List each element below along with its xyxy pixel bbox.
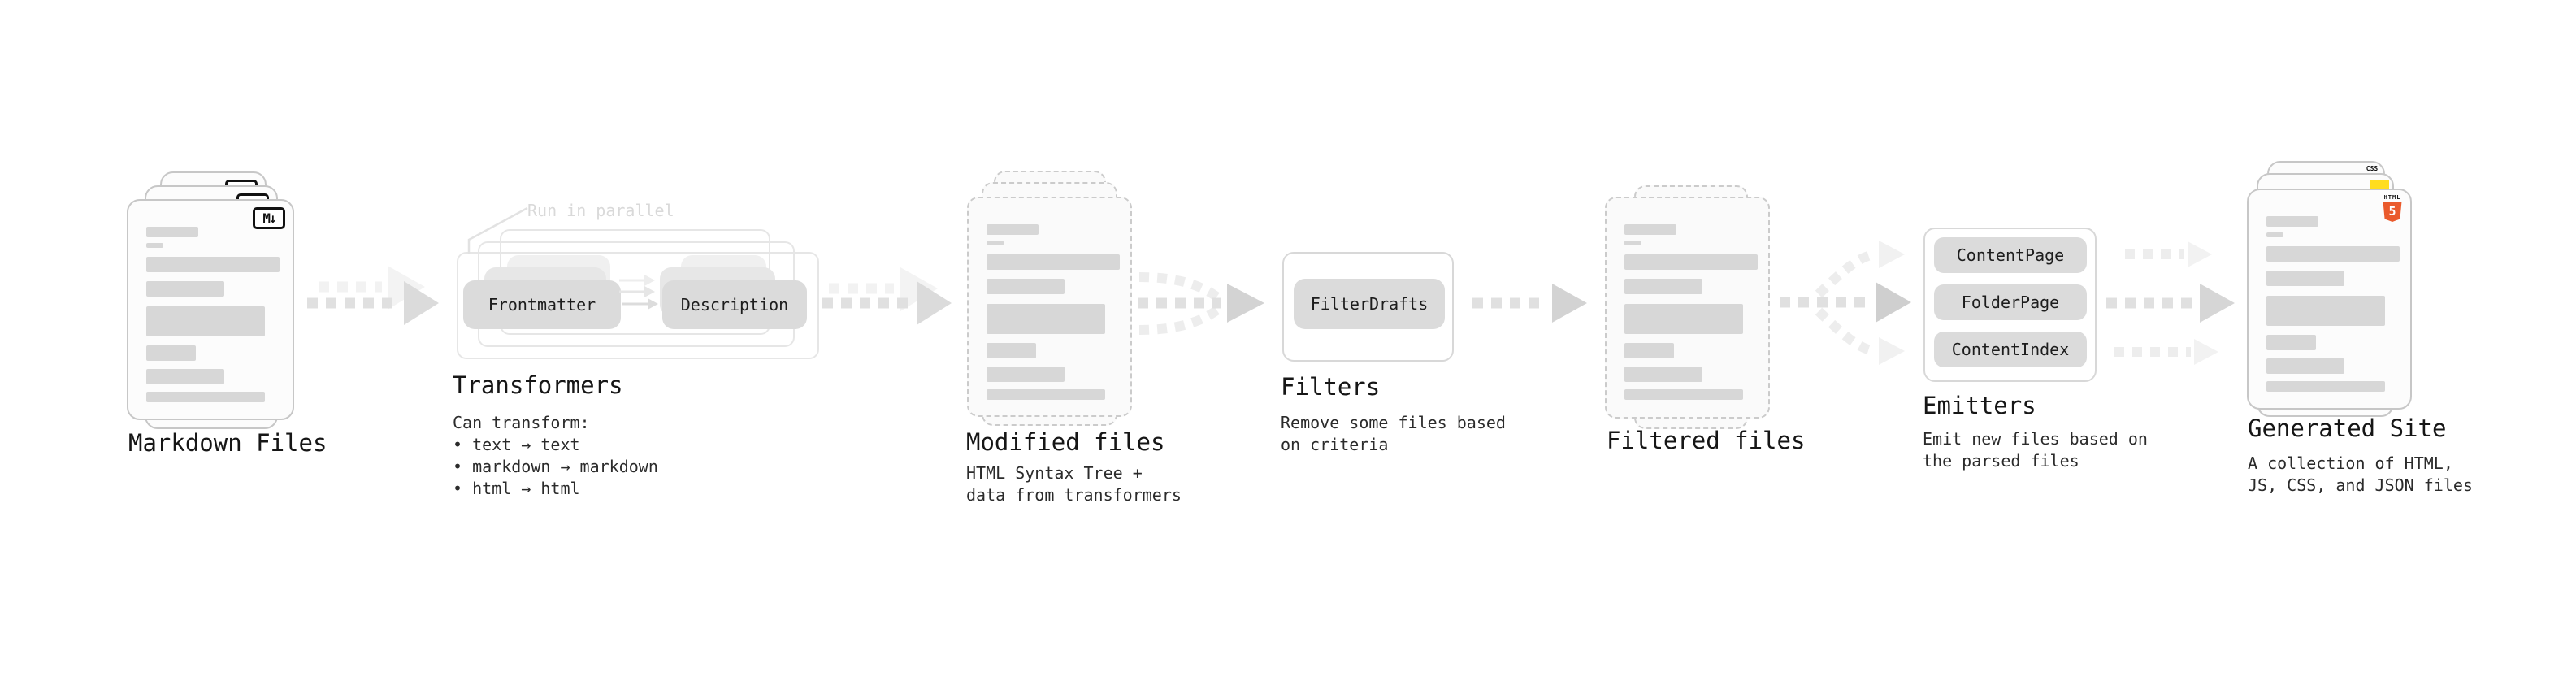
transformer-layer-front — [457, 252, 819, 359]
stage-label-filters: Filters — [1281, 373, 1381, 401]
generated-site-description: A collection of HTML, JS, CSS, and JSON … — [2248, 453, 2473, 495]
emitters-description: Emit new files based on the parsed files — [1923, 429, 2148, 471]
arrow-modified-to-filters-merge — [1138, 272, 1264, 335]
stage-label-markdown-files: Markdown Files — [128, 429, 327, 457]
stage-label-emitters: Emitters — [1923, 392, 2036, 419]
arrow-emitters-to-site-top — [2125, 241, 2212, 267]
html5-icon: HTML 5 — [2383, 194, 2402, 222]
markdown-file-card-front: M↓ — [127, 199, 294, 420]
arrow-filtered-to-emitters-fanout — [1780, 241, 1911, 365]
arrow-emitters-to-site-middle — [2106, 284, 2235, 323]
emitter-pill-contentpage: ContentPage — [1934, 237, 2087, 273]
markdown-icon: M↓ — [253, 207, 285, 229]
transformer-pill-frontmatter: Frontmatter — [463, 280, 621, 329]
stage-label-filtered-files: Filtered files — [1607, 427, 1806, 454]
transformer-pill-description: Description — [662, 280, 807, 329]
filter-pill-filterdrafts: FilterDrafts — [1294, 279, 1445, 329]
arrow-emitters-to-site-bottom — [2114, 339, 2218, 365]
arrow-filters-to-filtered — [1472, 284, 1587, 323]
arrow-transformers-to-modified — [822, 267, 952, 325]
filters-description: Remove some files based on criteria — [1281, 413, 1506, 454]
filtered-file-card-front — [1605, 197, 1770, 419]
transformers-description: Can transform: • text → text • markdown … — [453, 413, 658, 498]
modified-files-description: HTML Syntax Tree + data from transformer… — [966, 463, 1182, 505]
stage-label-modified-files: Modified files — [966, 428, 1165, 456]
stage-label-generated-site: Generated Site — [2248, 414, 2447, 442]
modified-file-card-front — [967, 197, 1132, 417]
emitter-pill-folderpage: FolderPage — [1934, 284, 2087, 320]
run-in-parallel-note: Run in parallel — [527, 201, 674, 220]
emitter-pill-contentindex: ContentIndex — [1934, 332, 2087, 367]
stage-label-transformers: Transformers — [453, 371, 623, 399]
generated-file-card-front: HTML 5 — [2247, 189, 2412, 410]
arrow-markdown-to-transformers — [307, 266, 439, 325]
